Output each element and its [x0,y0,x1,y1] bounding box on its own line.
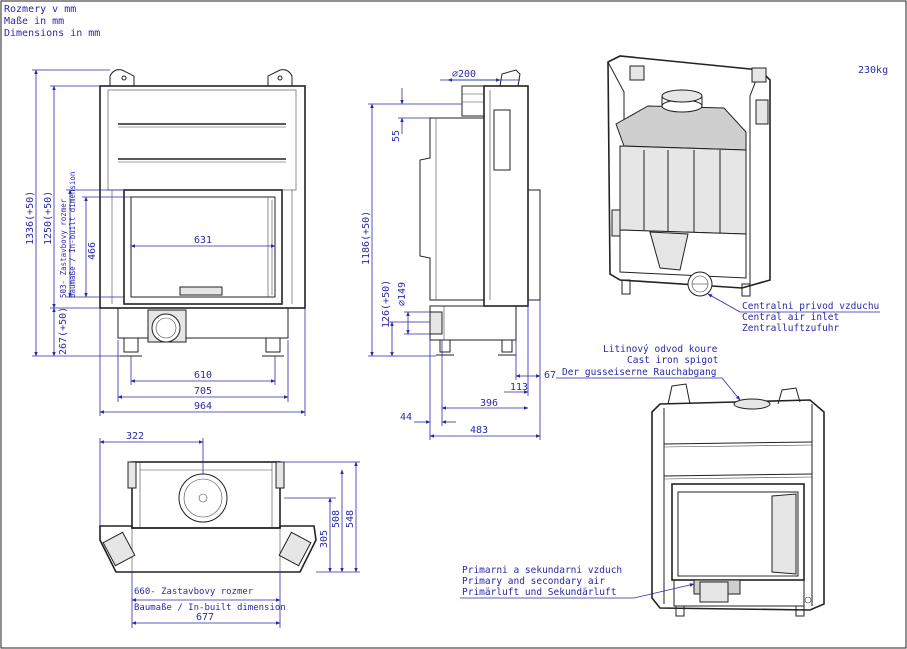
rear-iso-view [607,55,771,297]
central-air-callout: Centralni privod vzduchu Central air inl… [707,293,880,334]
dim-396: 396 [480,398,498,409]
plan-view [99,461,317,573]
central-air-de: Zentralluftzufuhr [742,323,840,334]
dim-548: 548 [345,510,356,528]
weight-label: 230kg [858,65,888,76]
primary-air-cz: Primarni a sekundarni vzduch [462,565,622,576]
builtin-height-en: Baumaße / In-built dimension [68,172,77,298]
dim-width-705: 705 [194,386,212,397]
units-en: Dimensions in mm [4,28,100,39]
central-air-en: Central air inlet [742,312,839,323]
dim-height-1186: 1186(+50) [361,211,372,265]
dim-flue-diameter: ∅200 [452,69,476,80]
front-view-dimensions: 1336(+50) 1250(+50) 267(+50) 503- Zastav… [25,69,306,416]
front-view [99,69,306,357]
primary-air-de: Primärluft und Sekundärluft [462,587,616,598]
dim-height-1336: 1336(+50) [25,191,36,245]
dim-305: 305 [319,530,330,548]
units-de: Maße in mm [4,16,64,27]
dim-height-267: 267(+50) [58,307,69,355]
primary-air-callout: Primarni a sekundarni vzduch Primary and… [460,565,695,599]
side-view-dimensions: ∅200 55 1186(+50) 126(+50) ∅149 67 113 3… [361,69,556,440]
builtin-height-cz: 503- Zastavbovy rozmer [59,198,68,298]
dim-55: 55 [391,130,402,142]
plan-view-dimensions: 322 305 508 548 660- Zastavbovy rozmer B… [99,431,360,628]
front-iso-view [651,383,825,617]
dim-door-466: 466 [87,242,98,260]
dim-67: 67 [544,370,556,381]
central-air-cz: Centralni privod vzduchu [742,301,879,312]
dim-glass-631: 631 [194,235,212,246]
units-header: Rozmery v mm Maße in mm Dimensions in mm [4,4,100,39]
dim-44: 44 [400,412,412,423]
dim-width-964: 964 [194,401,212,412]
dim-height-126: 126(+50) [381,280,392,328]
dim-height-1250: 1250(+50) [43,191,54,245]
spigot-callout: Litinový odvod koure Cast iron spigot De… [556,344,741,401]
spigot-de: Der gusseiserne Rauchabgang [562,367,716,378]
builtin-width-cz: 660- Zastavbovy rozmer [134,587,254,597]
dim-width-610: 610 [194,370,212,381]
dim-483: 483 [470,425,488,436]
spigot-cz: Litinový odvod koure [603,344,718,355]
side-view [419,69,541,356]
dim-113: 113 [510,382,528,393]
dim-508: 508 [331,510,342,528]
units-cz: Rozmery v mm [4,4,76,15]
dim-677: 677 [196,612,214,623]
builtin-width-en: Baumaße / In-built dimension [134,603,286,613]
dim-air-diameter: ∅149 [397,282,408,306]
primary-air-en: Primary and secondary air [462,576,605,587]
spigot-en: Cast iron spigot [627,355,719,366]
dim-322: 322 [126,431,144,442]
